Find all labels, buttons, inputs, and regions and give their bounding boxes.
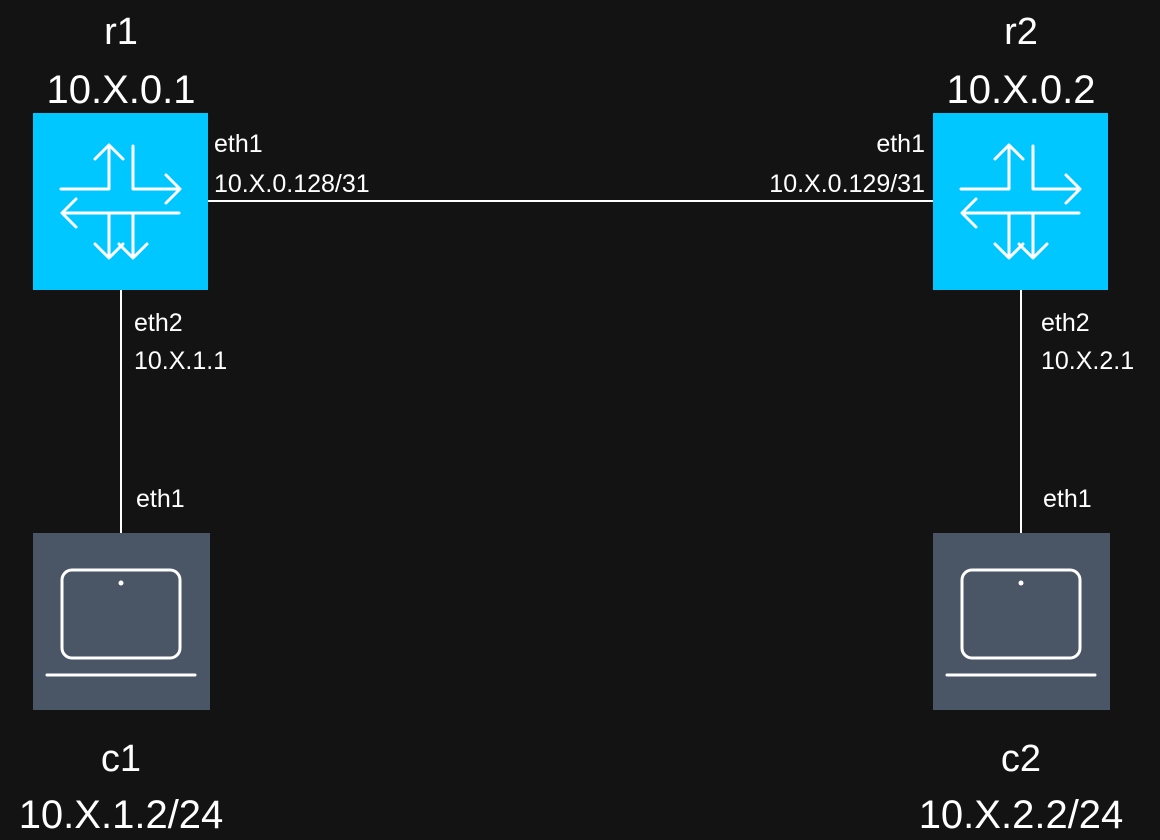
router-r1-name: r1 bbox=[104, 11, 138, 53]
router-r2-address: 10.X.0.2 bbox=[946, 68, 1095, 112]
r1-eth2-address: 10.X.1.1 bbox=[134, 347, 227, 375]
laptop-icon bbox=[45, 568, 197, 677]
client-c1[interactable] bbox=[33, 533, 210, 710]
client-c1-box bbox=[33, 533, 210, 710]
router-r2-name: r2 bbox=[1004, 11, 1038, 53]
client-c1-name: c1 bbox=[101, 738, 141, 780]
client-c2-box bbox=[933, 533, 1110, 710]
router-r2-box bbox=[933, 113, 1108, 290]
client-c2-name: c2 bbox=[1001, 738, 1041, 780]
router-r1-address: 10.X.0.1 bbox=[46, 68, 195, 112]
client-c2-address: 10.X.2.2/24 bbox=[919, 793, 1124, 837]
c2-eth1-label: eth1 bbox=[1043, 485, 1092, 513]
router-icon bbox=[959, 143, 1082, 260]
client-c2[interactable] bbox=[933, 533, 1110, 710]
r1-eth2-label: eth2 bbox=[134, 309, 183, 337]
r2-eth1-address: 10.X.0.129/31 bbox=[769, 170, 925, 198]
router-r2[interactable] bbox=[933, 113, 1108, 290]
r2-eth1-label: eth1 bbox=[876, 130, 925, 158]
r2-eth2-address: 10.X.2.1 bbox=[1041, 347, 1134, 375]
client-c1-address: 10.X.1.2/24 bbox=[19, 793, 224, 837]
r1-eth1-address: 10.X.0.128/31 bbox=[214, 170, 370, 198]
router-r1-box bbox=[33, 113, 208, 290]
c1-eth1-label: eth1 bbox=[136, 485, 185, 513]
r2-eth2-label: eth2 bbox=[1041, 309, 1090, 337]
router-r1[interactable] bbox=[33, 113, 208, 290]
laptop-icon bbox=[945, 568, 1097, 677]
router-icon bbox=[59, 143, 182, 260]
r1-eth1-label: eth1 bbox=[214, 130, 263, 158]
